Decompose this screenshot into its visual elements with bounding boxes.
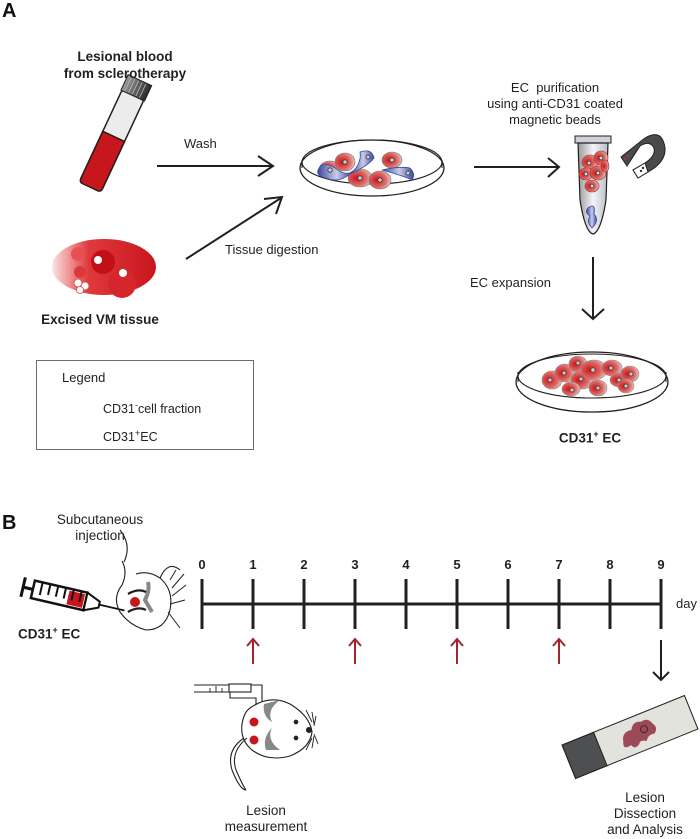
timeline-tick-label-7: 7 [555, 557, 563, 572]
panel-b-label: B [2, 512, 17, 534]
timeline-tick-label-4: 4 [402, 557, 410, 572]
mixed-cell-dish-icon [299, 139, 445, 197]
timeline-tick-label-5: 5 [453, 557, 461, 572]
analysis-line3: and Analysis [607, 822, 683, 837]
analysis-line2: Dissection [613, 806, 677, 821]
legend-title: Legend [62, 370, 106, 385]
timeline-unit-label: day [676, 596, 697, 611]
timeline-tick-label-8: 8 [606, 557, 614, 572]
tissue-slide-icon [561, 694, 699, 780]
measurement-arrow-day-3 [348, 637, 362, 664]
tissue-digestion-label: Tissue digestion [225, 242, 319, 257]
expansion-arrow [581, 257, 605, 321]
timeline [200, 579, 663, 629]
measurement-arrow-day-5 [450, 637, 464, 664]
purification-arrow [474, 157, 561, 178]
mouse-injection-icon [115, 529, 187, 631]
timeline-tick-label-2: 2 [300, 557, 308, 572]
timeline-tick-label-3: 3 [351, 557, 359, 572]
timeline-tick-label-9: 9 [657, 557, 665, 572]
cd31-positive-ec-label: CD31+ EC [530, 426, 650, 447]
purification-line1: EC purification [510, 80, 600, 95]
analysis-line1: Lesion [625, 790, 665, 805]
ec-culture-dish-icon [515, 351, 669, 413]
legend-item-suffix: EC [140, 430, 158, 445]
purification-line3: magnetic beads [509, 112, 601, 127]
injected-cells-label: CD31+ EC [18, 622, 80, 643]
blood-source-label: Lesional blood from sclerotherapy [50, 48, 200, 82]
panel-a-label: A [2, 0, 17, 22]
magnetic-separation-tube-icon [574, 135, 612, 235]
cells-text: CD31 [18, 626, 53, 642]
purification-label: EC purification using anti-CD31 coated m… [430, 80, 680, 128]
cells-sup: + [52, 625, 58, 635]
result-text: CD31 [558, 430, 594, 446]
excised-tissue-icon [52, 239, 156, 298]
result-sup: + [593, 429, 599, 439]
legend-item-sup: + [134, 428, 141, 438]
lesion-measurement-label: Lesion measurement [196, 803, 336, 835]
legend-item-sup: - [134, 400, 138, 410]
legend-item-text: CD31 [103, 402, 135, 417]
cells-suffix: EC [57, 626, 81, 642]
result-suffix: EC [598, 430, 622, 446]
measurement-arrow-day-1 [246, 637, 260, 664]
measurement-line2: measurement [224, 819, 308, 834]
syringe-icon [19, 577, 125, 612]
wash-label: Wash [184, 136, 217, 151]
wash-arrow [157, 155, 275, 177]
endpoint-arrow-day-9 [652, 640, 670, 682]
blood-source-line2: from sclerotherapy [63, 66, 187, 81]
injection-line2: injection [75, 528, 125, 543]
timeline-tick-label-6: 6 [504, 557, 512, 572]
measurement-line1: Lesion [246, 803, 286, 818]
timeline-tick-label-0: 0 [198, 557, 206, 572]
lesion-measurement-mouse-icon [194, 683, 319, 791]
measurement-arrow-day-7 [552, 637, 566, 664]
lesion-analysis-label: Lesion Dissection and Analysis [585, 790, 700, 838]
injection-label: Subcutaneous injection [40, 512, 160, 544]
injection-line1: Subcutaneous [56, 512, 144, 527]
ec-expansion-label: EC expansion [470, 275, 551, 290]
blood-source-line1: Lesional blood [77, 49, 173, 64]
legend-item-text: CD31 [103, 430, 135, 445]
excised-tissue-label: Excised VM tissue [41, 312, 159, 327]
purification-line2: using anti-CD31 coated [487, 96, 623, 111]
legend-item-cd31-positive: CD31+EC [103, 428, 158, 444]
legend-item-suffix: cell fraction [137, 402, 202, 417]
timeline-tick-label-1: 1 [249, 557, 257, 572]
digestion-arrow [185, 195, 284, 260]
magnet-icon [620, 134, 666, 179]
legend-item-cd31-negative: CD31-cell fraction [103, 400, 201, 416]
legend-box [36, 360, 254, 450]
blood-tube-icon [79, 74, 153, 192]
